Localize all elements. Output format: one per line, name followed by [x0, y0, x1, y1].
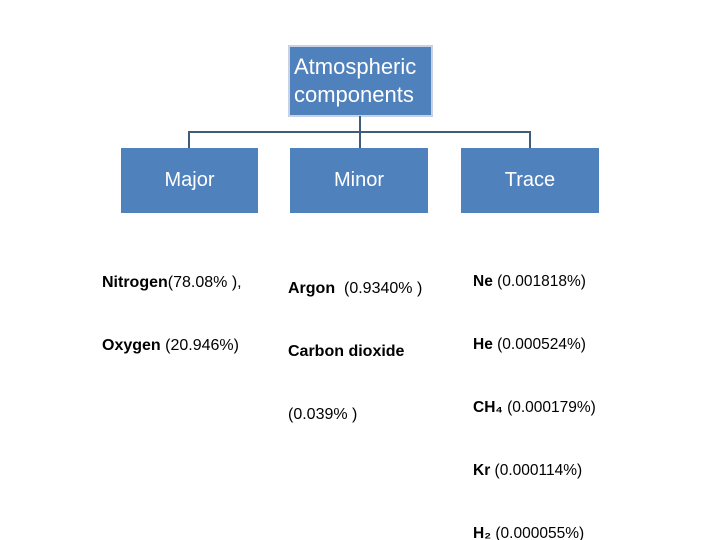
- root-node-label: Atmospheric components: [294, 54, 417, 107]
- trace-components-list: Ne (0.001818%) He (0.000524%) CH₄ (0.000…: [473, 229, 607, 540]
- root-node-atmospheric-components: Atmospheric components: [288, 45, 433, 117]
- major-components-list: Nitrogen(78.08% ), Oxygen (20.946%): [102, 230, 242, 398]
- category-label-minor: Minor: [333, 169, 384, 191]
- category-node-major: Major: [121, 148, 258, 213]
- list-item: Ne (0.001818%): [473, 273, 586, 290]
- connector-stub-major: [188, 131, 190, 148]
- connector-stub-trace: [529, 131, 531, 148]
- list-item: Oxygen (20.946%): [102, 337, 239, 354]
- connector-root-vertical: [359, 116, 361, 132]
- list-item: Carbon dioxide: [288, 343, 405, 360]
- connector-stub-minor: [359, 131, 361, 148]
- list-item: CH₄ (0.000179%): [473, 399, 596, 416]
- category-node-minor: Minor: [290, 148, 428, 213]
- list-item: Kr (0.000114%): [473, 462, 583, 479]
- list-item: (0.039% ): [288, 406, 358, 423]
- category-label-trace: Trace: [504, 169, 556, 191]
- minor-components-list: Argon (0.9340% ) Carbon dioxide (0.039% …: [288, 236, 422, 467]
- list-item: H₂ (0.000055%): [473, 525, 585, 540]
- list-item: Argon (0.9340% ): [288, 280, 423, 297]
- list-item: Nitrogen(78.08% ),: [102, 274, 242, 291]
- list-item: He (0.000524%): [473, 336, 586, 353]
- category-label-major: Major: [164, 169, 215, 191]
- category-node-trace: Trace: [461, 148, 599, 213]
